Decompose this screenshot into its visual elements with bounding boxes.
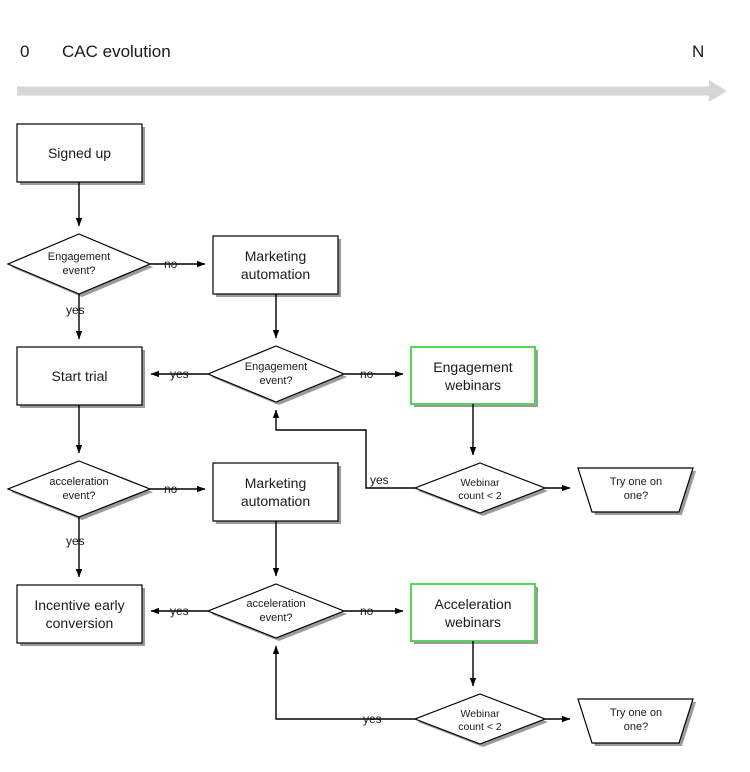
node-marketing-automation-2[interactable] xyxy=(212,462,341,524)
edge-label-count1-yes: yes xyxy=(370,473,389,487)
node-signed-up[interactable] xyxy=(16,123,145,185)
edge-count1-yes-feedback-to-engagement2 xyxy=(272,409,415,489)
node-start-trial[interactable] xyxy=(16,346,145,408)
edge-label-accel1-yes: yes xyxy=(66,534,85,548)
node-try-one-on-one-1[interactable] xyxy=(577,467,696,515)
page-title: CAC evolution xyxy=(62,42,171,61)
node-acceleration-event-2[interactable] xyxy=(206,583,347,641)
node-acceleration-webinars[interactable] xyxy=(410,583,538,644)
edge-label-engagement1-no: no xyxy=(164,257,178,271)
edge-label-accel1-no: no xyxy=(164,482,178,496)
timeline-end-marker: N xyxy=(692,42,705,61)
node-incentive-early-conversion[interactable] xyxy=(16,584,145,646)
node-try-one-on-one-2[interactable] xyxy=(577,698,696,746)
node-engagement-webinars[interactable] xyxy=(410,346,538,407)
node-marketing-automation-1[interactable] xyxy=(212,235,341,297)
node-acceleration-event-1[interactable] xyxy=(6,460,153,520)
edge-label-count2-yes: yes xyxy=(363,712,382,726)
node-engagement-event-2[interactable] xyxy=(206,345,347,405)
edge-label-engagement1-yes: yes xyxy=(66,303,85,317)
timeline-arrow xyxy=(17,80,727,102)
node-webinar-count-2[interactable] xyxy=(413,693,548,747)
edge-label-accel2-no: no xyxy=(360,604,374,618)
edge-label-accel2-yes: yes xyxy=(170,604,189,618)
edge-label-engagement2-yes: yes xyxy=(170,367,189,381)
node-engagement-event-1[interactable] xyxy=(6,233,153,297)
node-webinar-count-1[interactable] xyxy=(413,462,548,516)
edge-count2-yes-feedback-to-accel2 xyxy=(272,645,415,720)
edge-label-engagement2-no: no xyxy=(360,367,374,381)
timeline-start-marker: 0 xyxy=(20,42,30,61)
